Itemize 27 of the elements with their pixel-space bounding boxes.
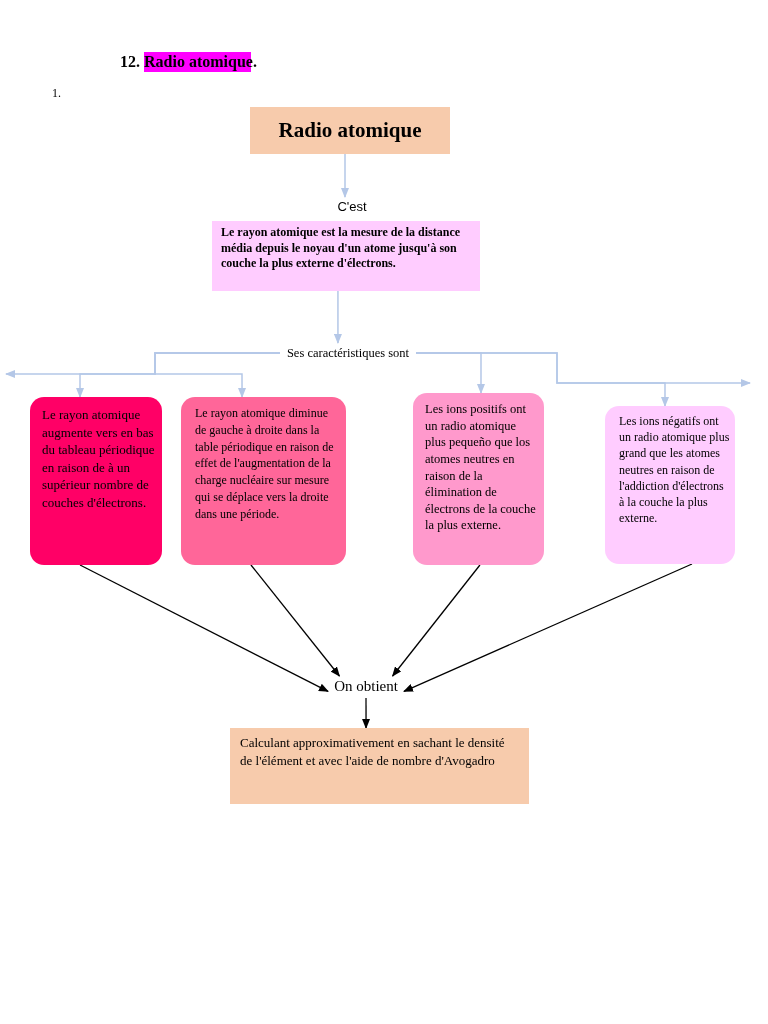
box-text: Les ions négatifs ont un radio atomique plus grand que les atomes neutres en raison de l'addiction d'électrons à la couche la plus externe.: [619, 413, 731, 527]
list-number: 1.: [52, 86, 61, 101]
arrow: [341, 153, 349, 198]
arrow: [250, 564, 341, 677]
arrow: [362, 697, 371, 729]
box-text: Le rayon atomique est la mesure de la distance média depuis le noyau d'un atome jusqu'à son couche la plus externe d'électrons.: [221, 225, 462, 272]
arrow: [403, 563, 693, 693]
arrow: [333, 290, 342, 344]
box-text: Le rayon atomique diminue de gauche à droite dans la table périodique en raison de effet de l'augmentation de la charge nucléaire sur mesure qui se déplace vers la droite dans une période.: [195, 405, 335, 523]
feature-card: [413, 393, 544, 565]
feature-card: [605, 406, 735, 564]
result-box: [230, 728, 529, 804]
box-text: Calculant approximativement en sachant le densité de l'élément et avec l'aide de nombre d'Avogadro: [240, 734, 506, 771]
box-text: Les ions positifs ont un radio atomique plus pequeño que los atomes neutres en raison de la élimination de électrons de la couche la plus externe.: [425, 401, 537, 534]
title-box: [250, 107, 450, 154]
feature-card: [30, 397, 162, 565]
arrow: [415, 352, 751, 387]
connector-text: Ses caractéristiques sont: [286, 344, 410, 362]
arrow: [391, 564, 481, 677]
arrow: [79, 564, 329, 693]
box-text: Radio atomique: [278, 116, 422, 144]
arrow: [5, 352, 281, 378]
connector-text: C'est: [337, 198, 367, 216]
connector-text: On obtient: [334, 677, 398, 697]
box-text: Le rayon atomique augmente vers en bas du tableau périodique en raison de à un supérieur nombre de couches d'électrons.: [42, 406, 156, 512]
feature-card: [181, 397, 346, 565]
definition-box: [212, 221, 480, 291]
